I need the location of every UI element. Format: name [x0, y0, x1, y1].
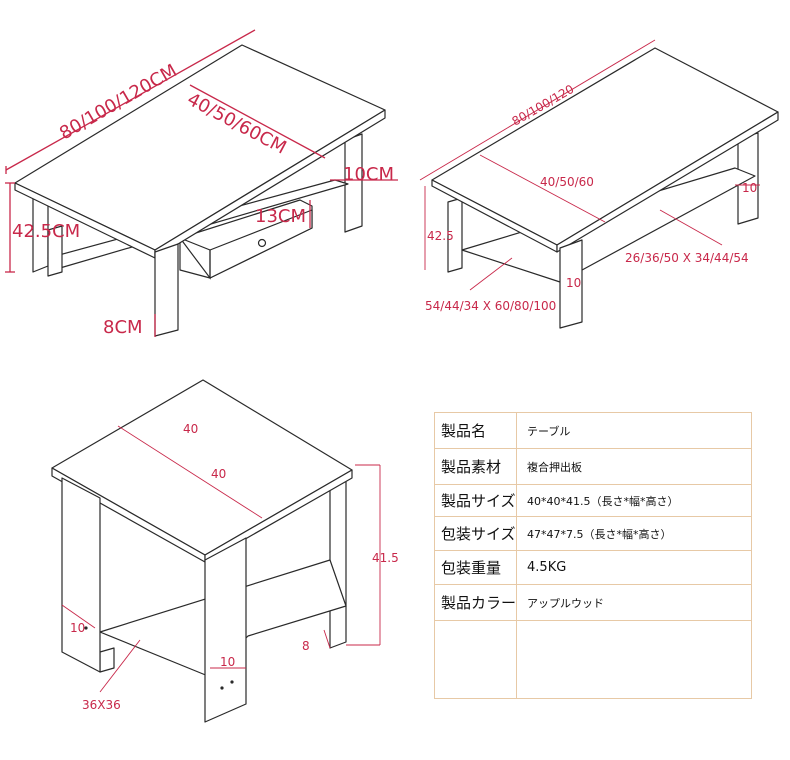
dimension-lines-front [5, 29, 398, 337]
leg-label-2: 10 [566, 276, 581, 290]
spec-row: 包装サイズ 47*47*7.5（長さ*幅*高さ） [433, 516, 752, 551]
shelf-right-label: 26/36/50 X 34/44/54 [625, 251, 749, 265]
spec-row: 製品カラー アップルウッド [433, 584, 752, 621]
side-table-drawing [51, 379, 353, 723]
spec-value: 40*40*41.5（長さ*幅*高さ） [516, 484, 752, 517]
leg-right-label-3: 10 [220, 655, 235, 669]
spec-value: アップルウッド [516, 584, 752, 621]
shelf-left-label: 54/44/34 X 60/80/100 [425, 299, 556, 313]
spec-label: 包装サイズ [433, 516, 518, 551]
spec-value: 複合押出板 [516, 448, 752, 485]
spec-row: 製品素材 複合押出板 [433, 448, 752, 485]
side-label: 10CM [343, 164, 394, 185]
spec-label: 製品素材 [433, 448, 518, 485]
depth-label-3: 40 [183, 422, 198, 436]
dimension-lines-side [61, 425, 381, 693]
dimension-lines-top [419, 39, 760, 291]
leg-left-label-3: 10 [70, 621, 85, 635]
foot-label-3: 8 [302, 639, 310, 653]
drawer-label: 13CM [255, 206, 306, 227]
spec-label: 製品名 [433, 412, 518, 449]
height-label-3: 41.5 [372, 551, 399, 565]
spec-row: 製品サイズ 40*40*41.5（長さ*幅*高さ） [433, 484, 752, 517]
width-label-2: 40/50/60 [540, 175, 594, 189]
spec-row: 包装重量 4.5KG [433, 550, 752, 585]
post-label-3: 36X36 [82, 698, 121, 712]
spec-row-empty [433, 620, 752, 699]
spec-label: 製品サイズ [433, 484, 518, 517]
spec-value-empty [516, 620, 752, 699]
spec-value: テーブル [516, 412, 752, 449]
coffee-table-drawing-top [431, 47, 779, 329]
spec-value: 47*47*7.5（長さ*幅*高さ） [516, 516, 752, 551]
height-label-2: 42.5 [427, 229, 454, 243]
dimension-labels-side: 40 40 41.5 10 10 8 36X36 [70, 422, 399, 712]
coffee-table-drawing-front [14, 44, 386, 337]
spec-label-empty [433, 620, 518, 699]
spec-table: 製品名 テーブル 製品素材 複合押出板 製品サイズ 40*40*41.5（長さ*… [433, 412, 752, 699]
spec-label: 包装重量 [433, 550, 518, 585]
spec-row: 製品名 テーブル [433, 412, 752, 449]
height-label: 42.5CM [12, 221, 80, 242]
foot-label: 8CM [103, 317, 143, 338]
spec-label: 製品カラー [433, 584, 518, 621]
spec-value: 4.5KG [516, 550, 752, 585]
side-label-2: 10 [742, 181, 757, 195]
width-label-3: 40 [211, 467, 226, 481]
